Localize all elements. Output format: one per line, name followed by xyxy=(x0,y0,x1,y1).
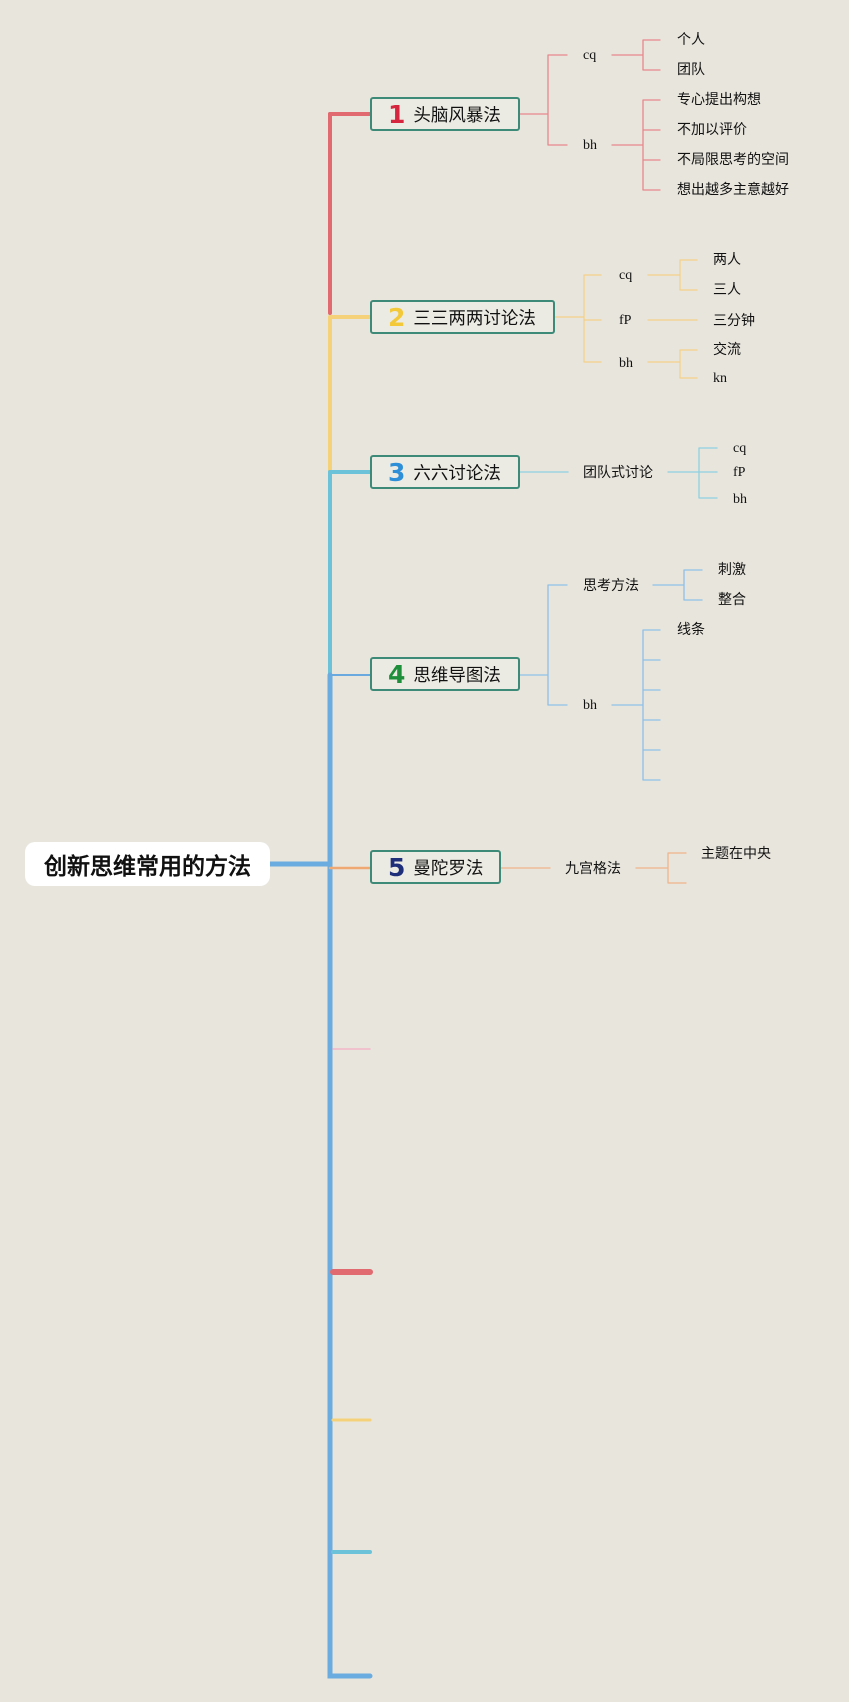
node-t4-think-1[interactable]: 刺激 xyxy=(718,562,746,578)
node-t2-fp-1[interactable]: 三分钟 xyxy=(713,313,755,329)
node-t4-think-2[interactable]: 整合 xyxy=(718,592,746,608)
topic-number-1: 1 xyxy=(388,99,406,129)
node-t2-bh-1[interactable]: 交流 xyxy=(713,342,741,358)
topic-number-4: 4 xyxy=(388,659,406,689)
topic-2[interactable]: 2 三三两两讨论法 xyxy=(370,300,555,334)
node-t1-cq-2[interactable]: 团队 xyxy=(677,62,705,78)
node-t3-2[interactable]: fP xyxy=(733,465,746,480)
subtopic-t3-team[interactable]: 团队式讨论 xyxy=(583,465,653,481)
node-t2-cq-2[interactable]: 三人 xyxy=(713,282,741,298)
subtopic-t1-cq[interactable]: cq xyxy=(583,48,597,63)
topic-1[interactable]: 1 头脑风暴法 xyxy=(370,97,520,131)
subtopic-t2-fp[interactable]: fP xyxy=(619,313,632,328)
topic-3-lines xyxy=(518,447,718,499)
topic-2-lines xyxy=(553,259,698,379)
topic-label-2: 三三两两讨论法 xyxy=(413,308,536,329)
node-t1-cq-1[interactable]: 个人 xyxy=(677,32,705,48)
central-topic-label: 创新思维常用的方法 xyxy=(44,854,251,880)
subtopic-t4-think[interactable]: 思考方法 xyxy=(583,578,639,594)
topic-label-3: 六六讨论法 xyxy=(413,463,501,484)
subtopic-t1-bh[interactable]: bh xyxy=(583,138,597,153)
topic-5[interactable]: 5 曼陀罗法 xyxy=(370,850,501,884)
node-t3-3[interactable]: bh xyxy=(733,492,747,507)
node-t1-bh-4[interactable]: 想出越多主意越好 xyxy=(677,182,789,198)
node-t3-1[interactable]: cq xyxy=(733,441,747,456)
main-trunk xyxy=(267,112,373,1679)
node-t5-grid-1[interactable]: 主题在中央 xyxy=(701,846,771,862)
subtopic-t5-grid[interactable]: 九宫格法 xyxy=(565,861,621,877)
topic-1-lines xyxy=(518,39,661,191)
node-t1-bh-1[interactable]: 专心提出构想 xyxy=(677,92,761,108)
topic-4[interactable]: 4 思维导图法 xyxy=(370,657,520,691)
topic-label-1: 头脑风暴法 xyxy=(413,105,501,126)
topic-number-5: 5 xyxy=(388,852,406,882)
central-topic[interactable]: 创新思维常用的方法 xyxy=(25,842,270,886)
node-t1-bh-3[interactable]: 不局限思考的空间 xyxy=(677,152,789,168)
topic-5-lines xyxy=(500,852,687,884)
node-t1-bh-2[interactable]: 不加以评价 xyxy=(677,122,747,138)
topic-label-4: 思维导图法 xyxy=(413,665,501,686)
node-t2-bh-2[interactable]: kn xyxy=(713,371,727,386)
topic-label-5: 曼陀罗法 xyxy=(413,858,484,879)
topic-number-2: 2 xyxy=(388,302,406,332)
node-t2-cq-1[interactable]: 两人 xyxy=(713,252,741,268)
node-t4-bh-1[interactable]: 线条 xyxy=(677,622,705,638)
subtopic-t2-bh[interactable]: bh xyxy=(619,356,633,371)
topic-4-lines xyxy=(518,569,703,781)
subtopic-t2-cq[interactable]: cq xyxy=(619,268,633,283)
subtopic-t4-bh[interactable]: bh xyxy=(583,698,597,713)
topic-number-3: 3 xyxy=(388,457,406,487)
topic-3[interactable]: 3 六六讨论法 xyxy=(370,455,520,489)
